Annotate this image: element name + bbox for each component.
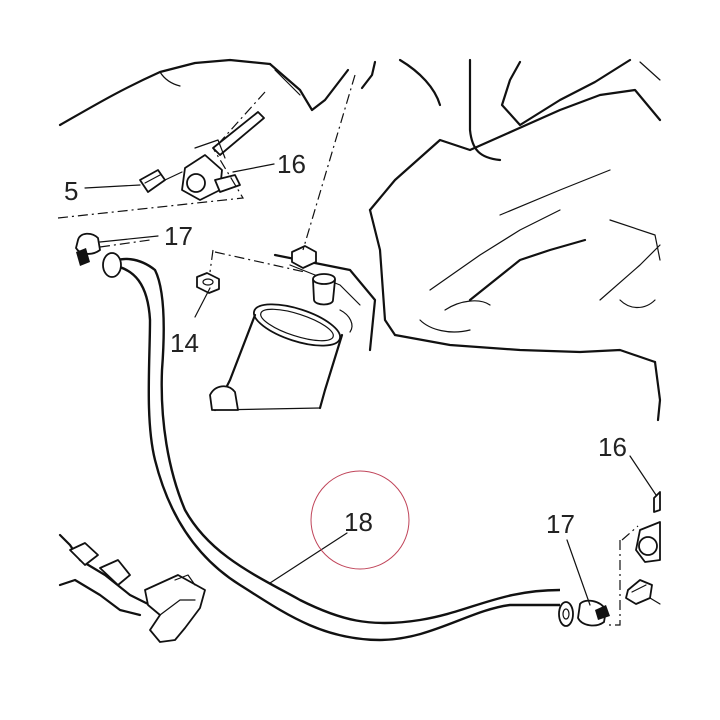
left-clamp <box>75 232 101 266</box>
callout-18: 18 <box>344 507 373 537</box>
callout-16-top: 16 <box>277 149 306 179</box>
nut-14 <box>196 272 220 294</box>
steering-head <box>209 245 377 412</box>
upper-valve-assembly <box>139 111 265 201</box>
right-valve-assembly <box>625 491 661 605</box>
callout-17-left: 17 <box>164 221 193 251</box>
right-clamp <box>577 599 610 627</box>
leader-lines <box>84 163 657 606</box>
coolant-hose <box>102 252 574 642</box>
callout-5: 5 <box>64 176 78 206</box>
lower-bracket <box>58 533 206 643</box>
assembly-lines <box>57 74 639 626</box>
callout-16-right: 16 <box>598 432 627 462</box>
frame-outline <box>58 58 662 422</box>
highlight-circle <box>310 470 410 570</box>
callout-17-right: 17 <box>546 509 575 539</box>
callout-14: 14 <box>170 328 199 358</box>
